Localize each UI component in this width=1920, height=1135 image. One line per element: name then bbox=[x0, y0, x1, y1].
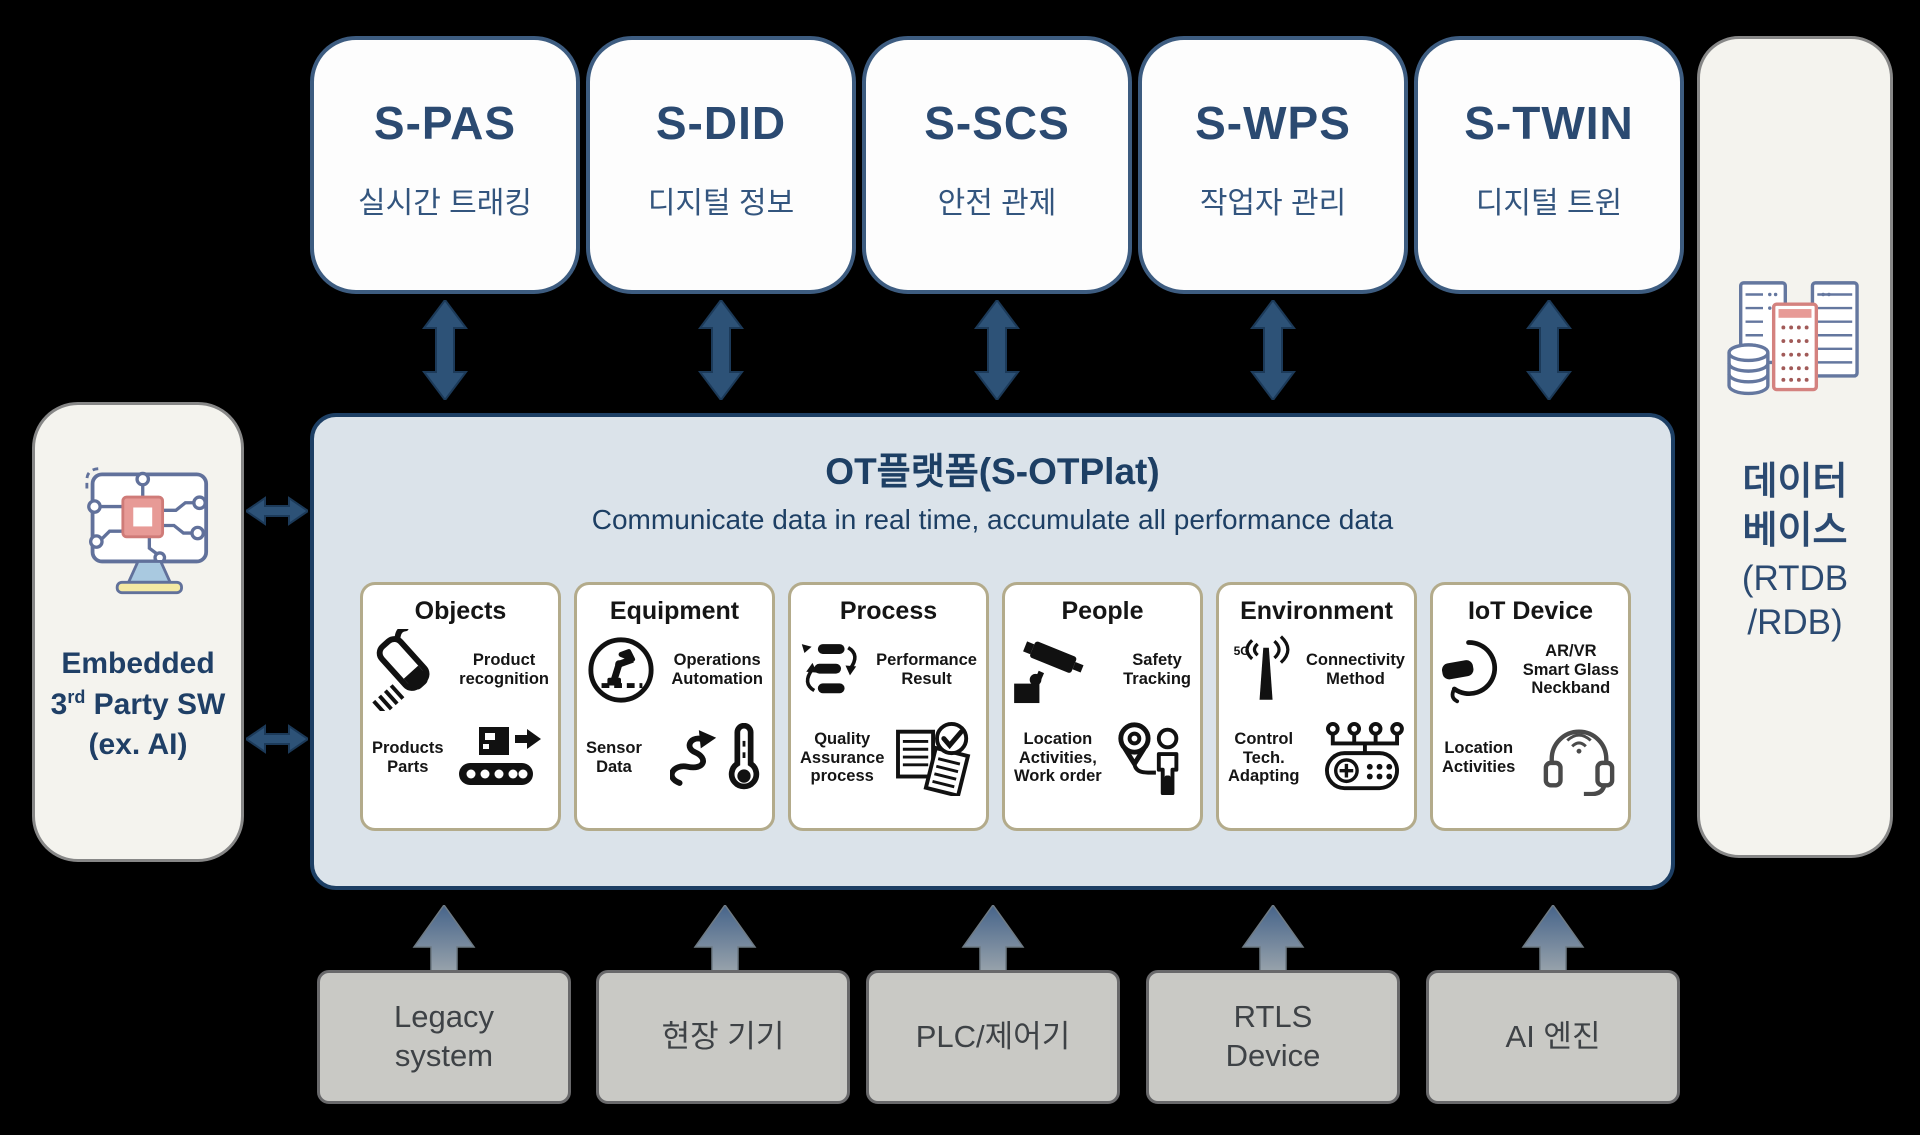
updown-arrow-icon bbox=[1250, 300, 1296, 400]
svg-text:5G: 5G bbox=[1234, 644, 1250, 658]
card-title: People bbox=[1061, 597, 1144, 625]
card-item-label: Products Parts bbox=[372, 739, 444, 776]
source-box-ai-engine: AI 엔진 bbox=[1426, 970, 1680, 1104]
source-box-plc-controller: PLC/제어기 bbox=[866, 970, 1120, 1104]
leftright-arrow-icon bbox=[246, 496, 308, 526]
module-label: 작업자 관리 bbox=[1199, 187, 1347, 220]
card-item-label: Location Activities, Work order bbox=[1014, 729, 1102, 786]
ot-platform-box: OT플랫폼(S-OTPlat) Communicate data in real… bbox=[310, 413, 1675, 890]
updown-arrow-icon bbox=[422, 300, 468, 400]
card-item-label: Quality Assurance process bbox=[800, 729, 885, 786]
database-label: 데이터 베이스 (RTDB /RDB) bbox=[1741, 461, 1849, 642]
document-check-icon bbox=[896, 721, 971, 796]
source-box-rtls-device: RTLS Device bbox=[1146, 970, 1400, 1104]
card-title: Objects bbox=[414, 597, 507, 625]
source-box-legacy-system: Legacy system bbox=[317, 970, 571, 1104]
conveyor-box-icon bbox=[459, 727, 541, 785]
module-box-swps: S-WPS 작업자 관리 bbox=[1138, 36, 1408, 294]
platform-card-process: Process Performance Result Quality Assur… bbox=[788, 582, 989, 831]
card-item-label: Performance Result bbox=[876, 651, 977, 688]
module-code: S-TWIN bbox=[1464, 97, 1634, 149]
updown-arrow-icon bbox=[698, 300, 744, 400]
updown-arrow-icon bbox=[974, 300, 1020, 400]
robot-arm-icon bbox=[588, 637, 654, 703]
module-label: 안전 관제 bbox=[937, 187, 1057, 220]
thermometer-icon bbox=[728, 723, 760, 790]
module-code: S-SCS bbox=[924, 97, 1070, 149]
up-arrow-icon bbox=[1521, 905, 1585, 971]
embedded-sw-box: Embedded 3rd Party SW (ex. AI) bbox=[32, 402, 244, 862]
source-label: PLC/제어기 bbox=[915, 1018, 1071, 1054]
module-box-spas: S-PAS 실시간 트래킹 bbox=[310, 36, 580, 294]
card-item-label: Sensor Data bbox=[586, 739, 642, 776]
module-box-sdid: S-DID 디지털 정보 bbox=[586, 36, 856, 294]
platform-title: OT플랫폼(S-OTPlat) bbox=[825, 451, 1160, 492]
embedded-chip-monitor-icon bbox=[85, 467, 209, 595]
platform-subtitle: Communicate data in real time, accumulat… bbox=[591, 504, 1394, 535]
vr-headset-icon bbox=[1442, 640, 1498, 704]
updown-arrow-icon bbox=[1526, 300, 1572, 400]
module-label: 디지털 정보 bbox=[647, 187, 795, 220]
source-label: 현장 기기 bbox=[661, 1018, 785, 1054]
platform-card-people: People Safety Tracking Location Activiti… bbox=[1002, 582, 1203, 831]
barcode-scanner-icon bbox=[372, 629, 430, 711]
card-item-label: Operations Automation bbox=[671, 651, 763, 688]
card-item-label: Location Activities bbox=[1442, 739, 1516, 776]
platform-card-objects: Objects Product recognition Products Par… bbox=[360, 582, 561, 831]
up-arrow-icon bbox=[961, 905, 1025, 971]
card-item-label: Safety Tracking bbox=[1123, 651, 1191, 688]
platform-card-iot-device: IoT Device AR/VR Smart Glass Neckband Lo… bbox=[1430, 582, 1631, 831]
process-cycle-icon bbox=[801, 644, 857, 694]
module-label: 디지털 트윈 bbox=[1475, 187, 1623, 220]
leftright-arrow-icon bbox=[246, 724, 308, 754]
database-servers-icon bbox=[1727, 281, 1859, 396]
module-box-stwin: S-TWIN 디지털 트윈 bbox=[1414, 36, 1684, 294]
card-item-label: AR/VR Smart Glass Neckband bbox=[1522, 641, 1619, 698]
module-label: 실시간 트래킹 bbox=[358, 187, 532, 220]
database-box: 데이터 베이스 (RTDB /RDB) bbox=[1697, 36, 1893, 858]
module-box-sscs: S-SCS 안전 관제 bbox=[862, 36, 1132, 294]
headset-mic-icon bbox=[1543, 729, 1615, 796]
card-item-label: Product recognition bbox=[459, 651, 549, 688]
card-item-label: Control Tech. Adapting bbox=[1228, 729, 1300, 786]
card-item-label: Connectivity Method bbox=[1305, 651, 1405, 688]
antenna-5g-icon: 5G bbox=[1234, 635, 1290, 700]
cctv-camera-icon bbox=[1014, 641, 1084, 704]
platform-card-equipment: Equipment Operations Automation Sensor D… bbox=[574, 582, 775, 831]
source-label: RTLS Device bbox=[1225, 999, 1321, 1073]
up-arrow-icon bbox=[693, 905, 757, 971]
card-title: Environment bbox=[1240, 597, 1393, 625]
module-code: S-PAS bbox=[373, 97, 517, 149]
up-arrow-icon bbox=[412, 905, 476, 971]
card-title: IoT Device bbox=[1467, 597, 1594, 625]
person-location-icon bbox=[1118, 722, 1179, 796]
card-title: Equipment bbox=[609, 597, 740, 625]
module-code: S-DID bbox=[655, 97, 787, 149]
module-code: S-WPS bbox=[1195, 97, 1351, 149]
source-label: Legacy system bbox=[394, 999, 494, 1073]
source-label: AI 엔진 bbox=[1505, 1018, 1601, 1054]
embedded-sw-label: Embedded 3rd Party SW (ex. AI) bbox=[50, 647, 226, 761]
source-box-field-devices: 현장 기기 bbox=[596, 970, 850, 1104]
card-title: Process bbox=[839, 597, 938, 625]
game-controller-icon bbox=[1325, 721, 1404, 791]
s-curve-arrow-icon bbox=[670, 730, 717, 786]
platform-card-environment: Environment 5G Connectivity Method Contr… bbox=[1216, 582, 1417, 831]
up-arrow-icon bbox=[1241, 905, 1305, 971]
